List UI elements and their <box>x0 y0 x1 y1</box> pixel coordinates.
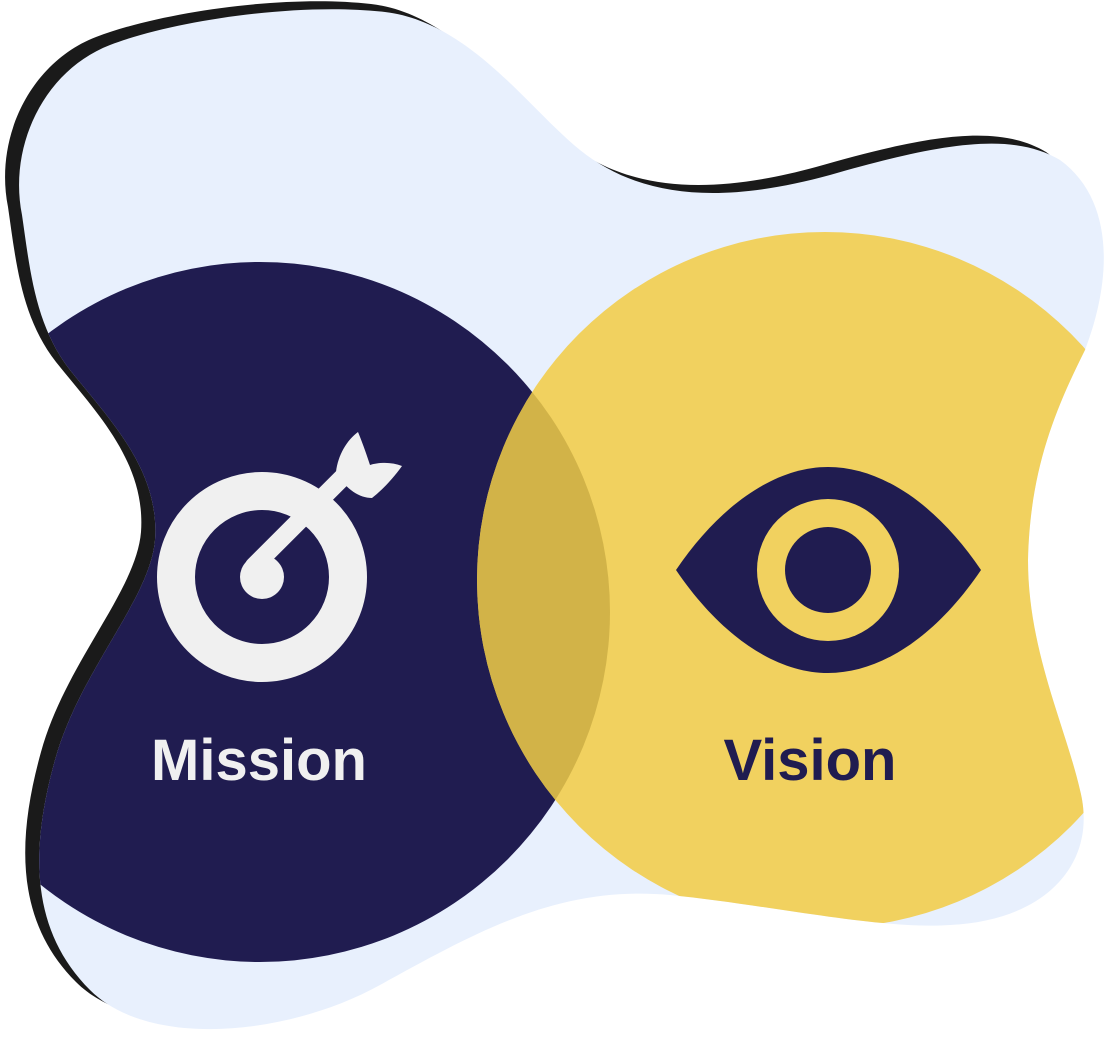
eye-icon <box>676 467 981 673</box>
vision-label: Vision <box>724 728 897 793</box>
target-arrow-icon <box>157 432 402 682</box>
mission-label: Mission <box>151 728 367 793</box>
